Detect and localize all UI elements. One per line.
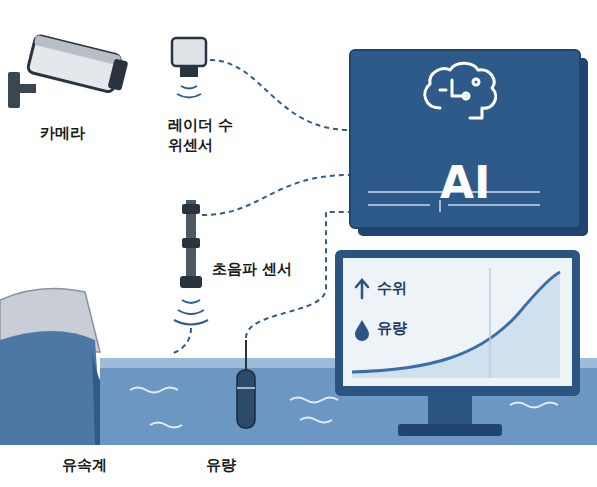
ultrasonic-sensor-icon [174, 200, 208, 325]
data-links [170, 60, 350, 354]
radar-sensor-icon [172, 38, 206, 98]
ground [0, 331, 102, 445]
flow-label: 유량 [206, 456, 236, 476]
flow-probe-icon [237, 340, 255, 428]
current-meter-label: 유속계 [62, 456, 107, 476]
radar-sensor-label: 레이더 수위센서 [168, 116, 240, 155]
camera-icon [8, 35, 129, 108]
ai-panel [350, 50, 580, 228]
brain-icon [425, 63, 496, 118]
monitor [335, 250, 580, 436]
flow-label: 유량 [377, 320, 407, 337]
camera-label: 카메라 [40, 124, 85, 144]
ultrasonic-sensor-label: 초음파 센서 [212, 260, 292, 280]
ai-title: AI [440, 158, 490, 209]
level-label: 수위 [377, 280, 407, 297]
monitor-screen: 수위유량 [335, 250, 580, 396]
ai-panel-box: AI [350, 50, 580, 228]
